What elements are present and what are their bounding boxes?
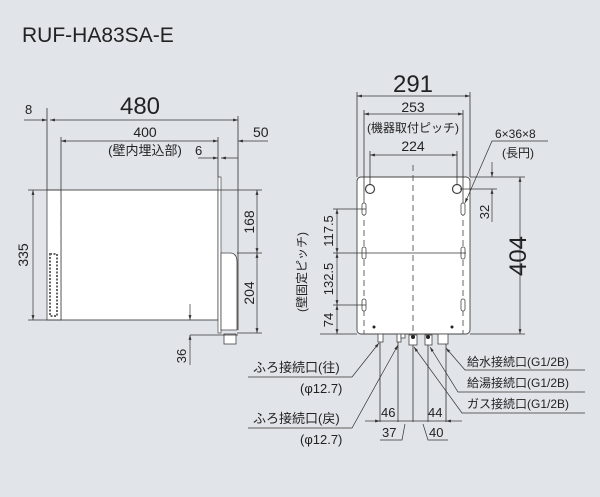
dim-height-side: 335 xyxy=(15,243,31,267)
dim-spacing-46: 46 xyxy=(381,405,395,420)
dim-wall-pitch-1: 117.5 xyxy=(321,215,336,247)
side-view: 8 480 400 (壁内埋込部) 50 6 335 168 204 36 xyxy=(15,93,269,365)
dim-depth-embedded: 400 xyxy=(133,124,157,140)
unit-body-front xyxy=(356,176,471,335)
dim-bottom-offset: 36 xyxy=(174,349,189,363)
dim-spacing-44: 44 xyxy=(428,405,442,420)
label-bath-out-size: (φ12.7) xyxy=(300,381,342,396)
dim-spacing-40: 40 xyxy=(429,425,443,440)
connection-labels: ふろ接続口(往) (φ12.7) ふろ接続口(戻) (φ12.7) 給水接続口(… xyxy=(248,342,585,447)
unit-body-side xyxy=(60,189,219,321)
wall-pitch-label: (壁固定ピッチ) xyxy=(294,232,309,312)
dim-width: 291 xyxy=(393,71,433,98)
dim-wall-pitch-3: 74 xyxy=(321,313,336,327)
dim-spacing-37: 37 xyxy=(382,425,396,440)
dim-depth-total: 480 xyxy=(120,93,160,120)
dim-wall-pitch-2: 132.5 xyxy=(321,263,336,296)
dim-mount-pitch: 253 xyxy=(401,99,425,115)
dim-hole-offset: 32 xyxy=(477,205,492,219)
label-water-supply: 給水接続口(G1/2B) xyxy=(467,354,569,369)
dim-upper-height: 168 xyxy=(241,210,257,234)
model-title: RUF-HA83SA-E xyxy=(22,24,174,47)
mount-pitch-label: (機器取付ピッチ) xyxy=(367,120,459,135)
dim-rear-plate: 8 xyxy=(25,102,32,117)
connection-fittings xyxy=(377,333,449,346)
front-view: 291 253 (機器取付ピッチ) 224 6×36×8 (長円) 404 32… xyxy=(294,71,548,346)
label-gas: ガス接続口(G1/2B) xyxy=(467,396,569,411)
embedded-label: (壁内埋込部) xyxy=(108,143,182,158)
dim-front-protrusion: 50 xyxy=(253,124,269,140)
slot-size: 6×36×8 xyxy=(495,127,536,141)
wall-plate xyxy=(217,176,222,334)
dim-plate-gap: 6 xyxy=(195,143,202,158)
side-fitting xyxy=(223,333,237,345)
label-bath-return: ふろ接続口(戻) xyxy=(253,411,340,426)
label-bath-return-size: (φ12.7) xyxy=(300,432,342,447)
dim-hole-pitch: 224 xyxy=(401,138,425,154)
vent-grille xyxy=(49,253,58,317)
dim-lower-height: 204 xyxy=(241,281,257,305)
dim-height-front: 404 xyxy=(505,236,532,276)
label-bath-out: ふろ接続口(往) xyxy=(253,360,340,375)
slot-label: (長円) xyxy=(502,146,534,160)
connection-cover xyxy=(220,252,238,331)
label-hot-water: 給湯接続口(G1/2B) xyxy=(467,375,569,390)
